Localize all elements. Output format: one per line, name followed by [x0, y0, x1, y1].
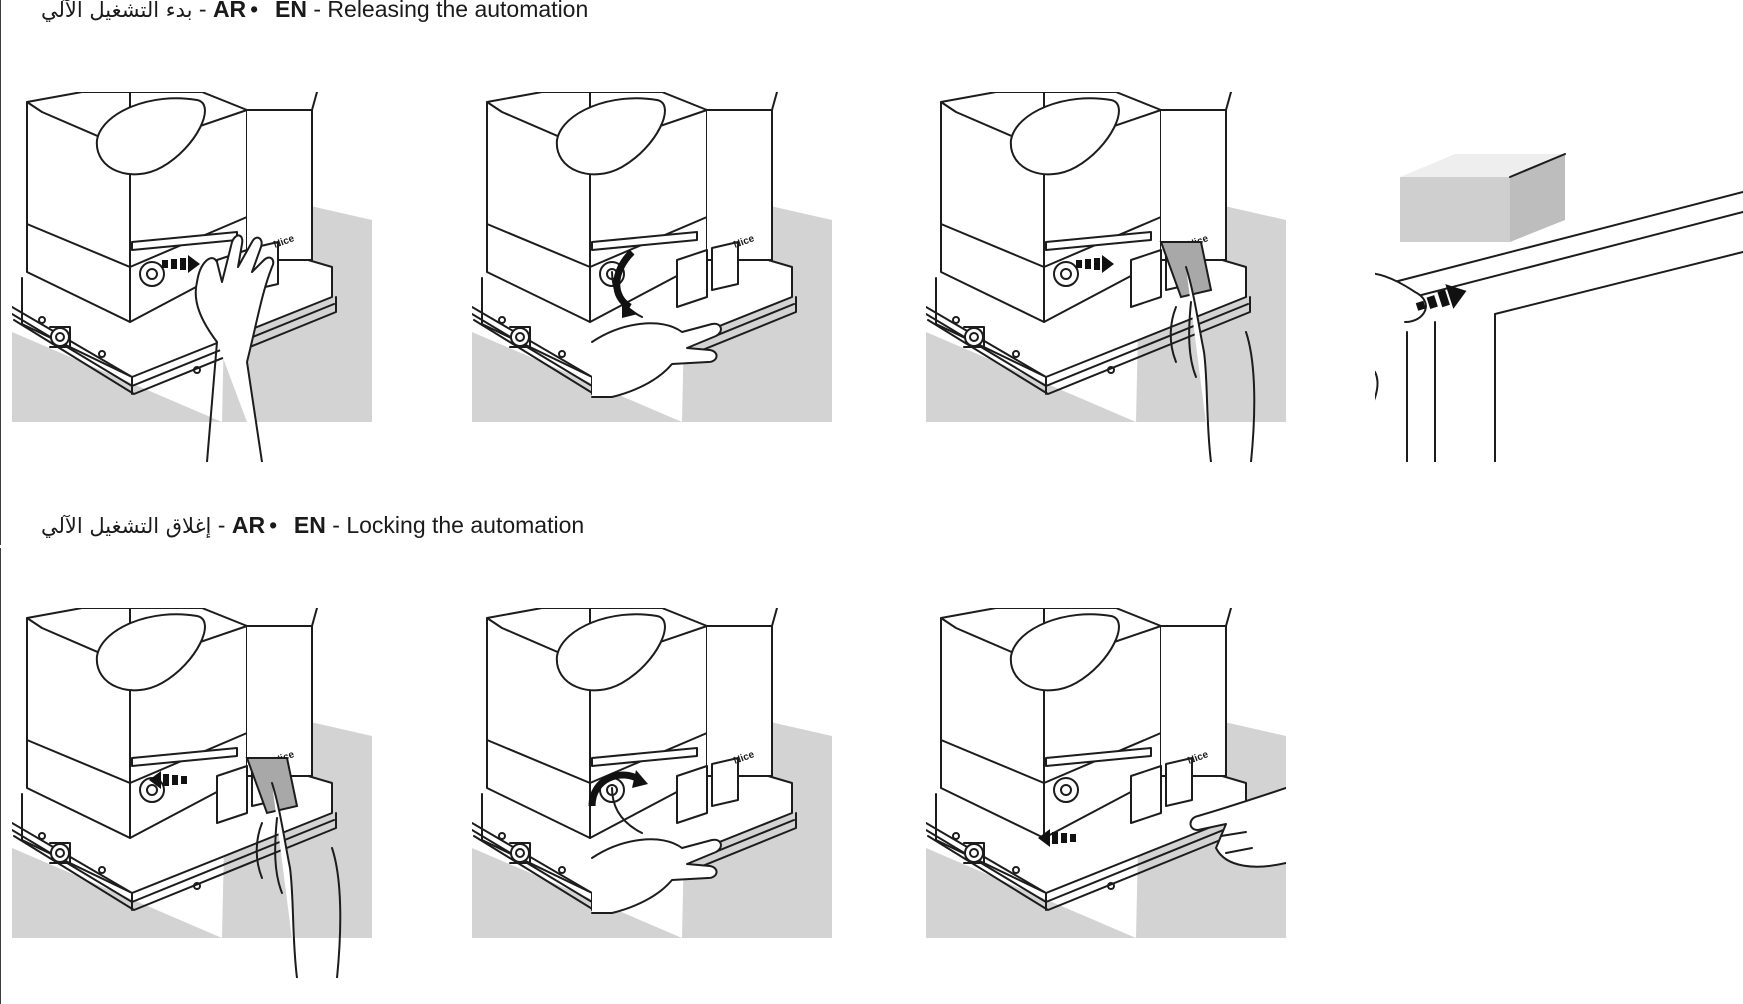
heading-bullet: •: [269, 512, 277, 538]
motor-illustration: Nice: [12, 92, 372, 462]
motor-illustration: Nice: [12, 608, 372, 978]
motor-illustration: Nice: [472, 608, 832, 978]
figure-lock-step-3: Nice: [926, 608, 1286, 978]
heading-separator: -: [326, 512, 346, 538]
language-code-en: EN: [294, 512, 326, 538]
language-code-en: EN: [275, 0, 307, 22]
figure-release-step-3: Nice: [926, 92, 1286, 462]
heading-english-text: Releasing the automation: [327, 0, 588, 22]
gearmotor-drawing: Nice: [12, 92, 372, 422]
sliding-gate-drawing: [1375, 154, 1743, 462]
section-heading-lock: إغلاق التشغيل الآلي - AR• EN - Locking t…: [41, 514, 584, 537]
heading-separator: -: [192, 0, 212, 22]
gearmotor-drawing: Nice: [12, 608, 372, 938]
heading-bullet: •: [250, 0, 258, 22]
left-margin-rule: [0, 0, 1, 545]
language-code-ar: AR: [213, 0, 246, 22]
section-heading-release: بدء التشغيل الآلي - AR• EN - Releasing t…: [41, 0, 588, 21]
motor-illustration: Nice: [926, 92, 1286, 462]
heading-arabic-text: بدء التشغيل الآلي: [41, 0, 192, 22]
heading-english-text: Locking the automation: [346, 512, 584, 538]
motor-illustration: Nice: [472, 92, 832, 462]
heading-arabic-text: إغلاق التشغيل الآلي: [41, 514, 211, 538]
gate-illustration: [1375, 92, 1743, 462]
figure-release-step-2: Nice: [472, 92, 832, 462]
figure-lock-step-1: Nice: [12, 608, 372, 978]
figure-release-step-1: Nice: [12, 92, 372, 462]
figure-lock-step-2: Nice: [472, 608, 832, 978]
figure-release-step-4: [1375, 92, 1743, 462]
left-margin-rule: [0, 548, 1, 1004]
heading-separator: -: [307, 0, 327, 22]
heading-separator: -: [211, 512, 231, 538]
gearmotor-drawing: Nice: [926, 92, 1286, 422]
motor-illustration: Nice: [926, 608, 1286, 978]
language-code-ar: AR: [232, 512, 265, 538]
gearmotor-drawing: Nice: [926, 608, 1286, 938]
